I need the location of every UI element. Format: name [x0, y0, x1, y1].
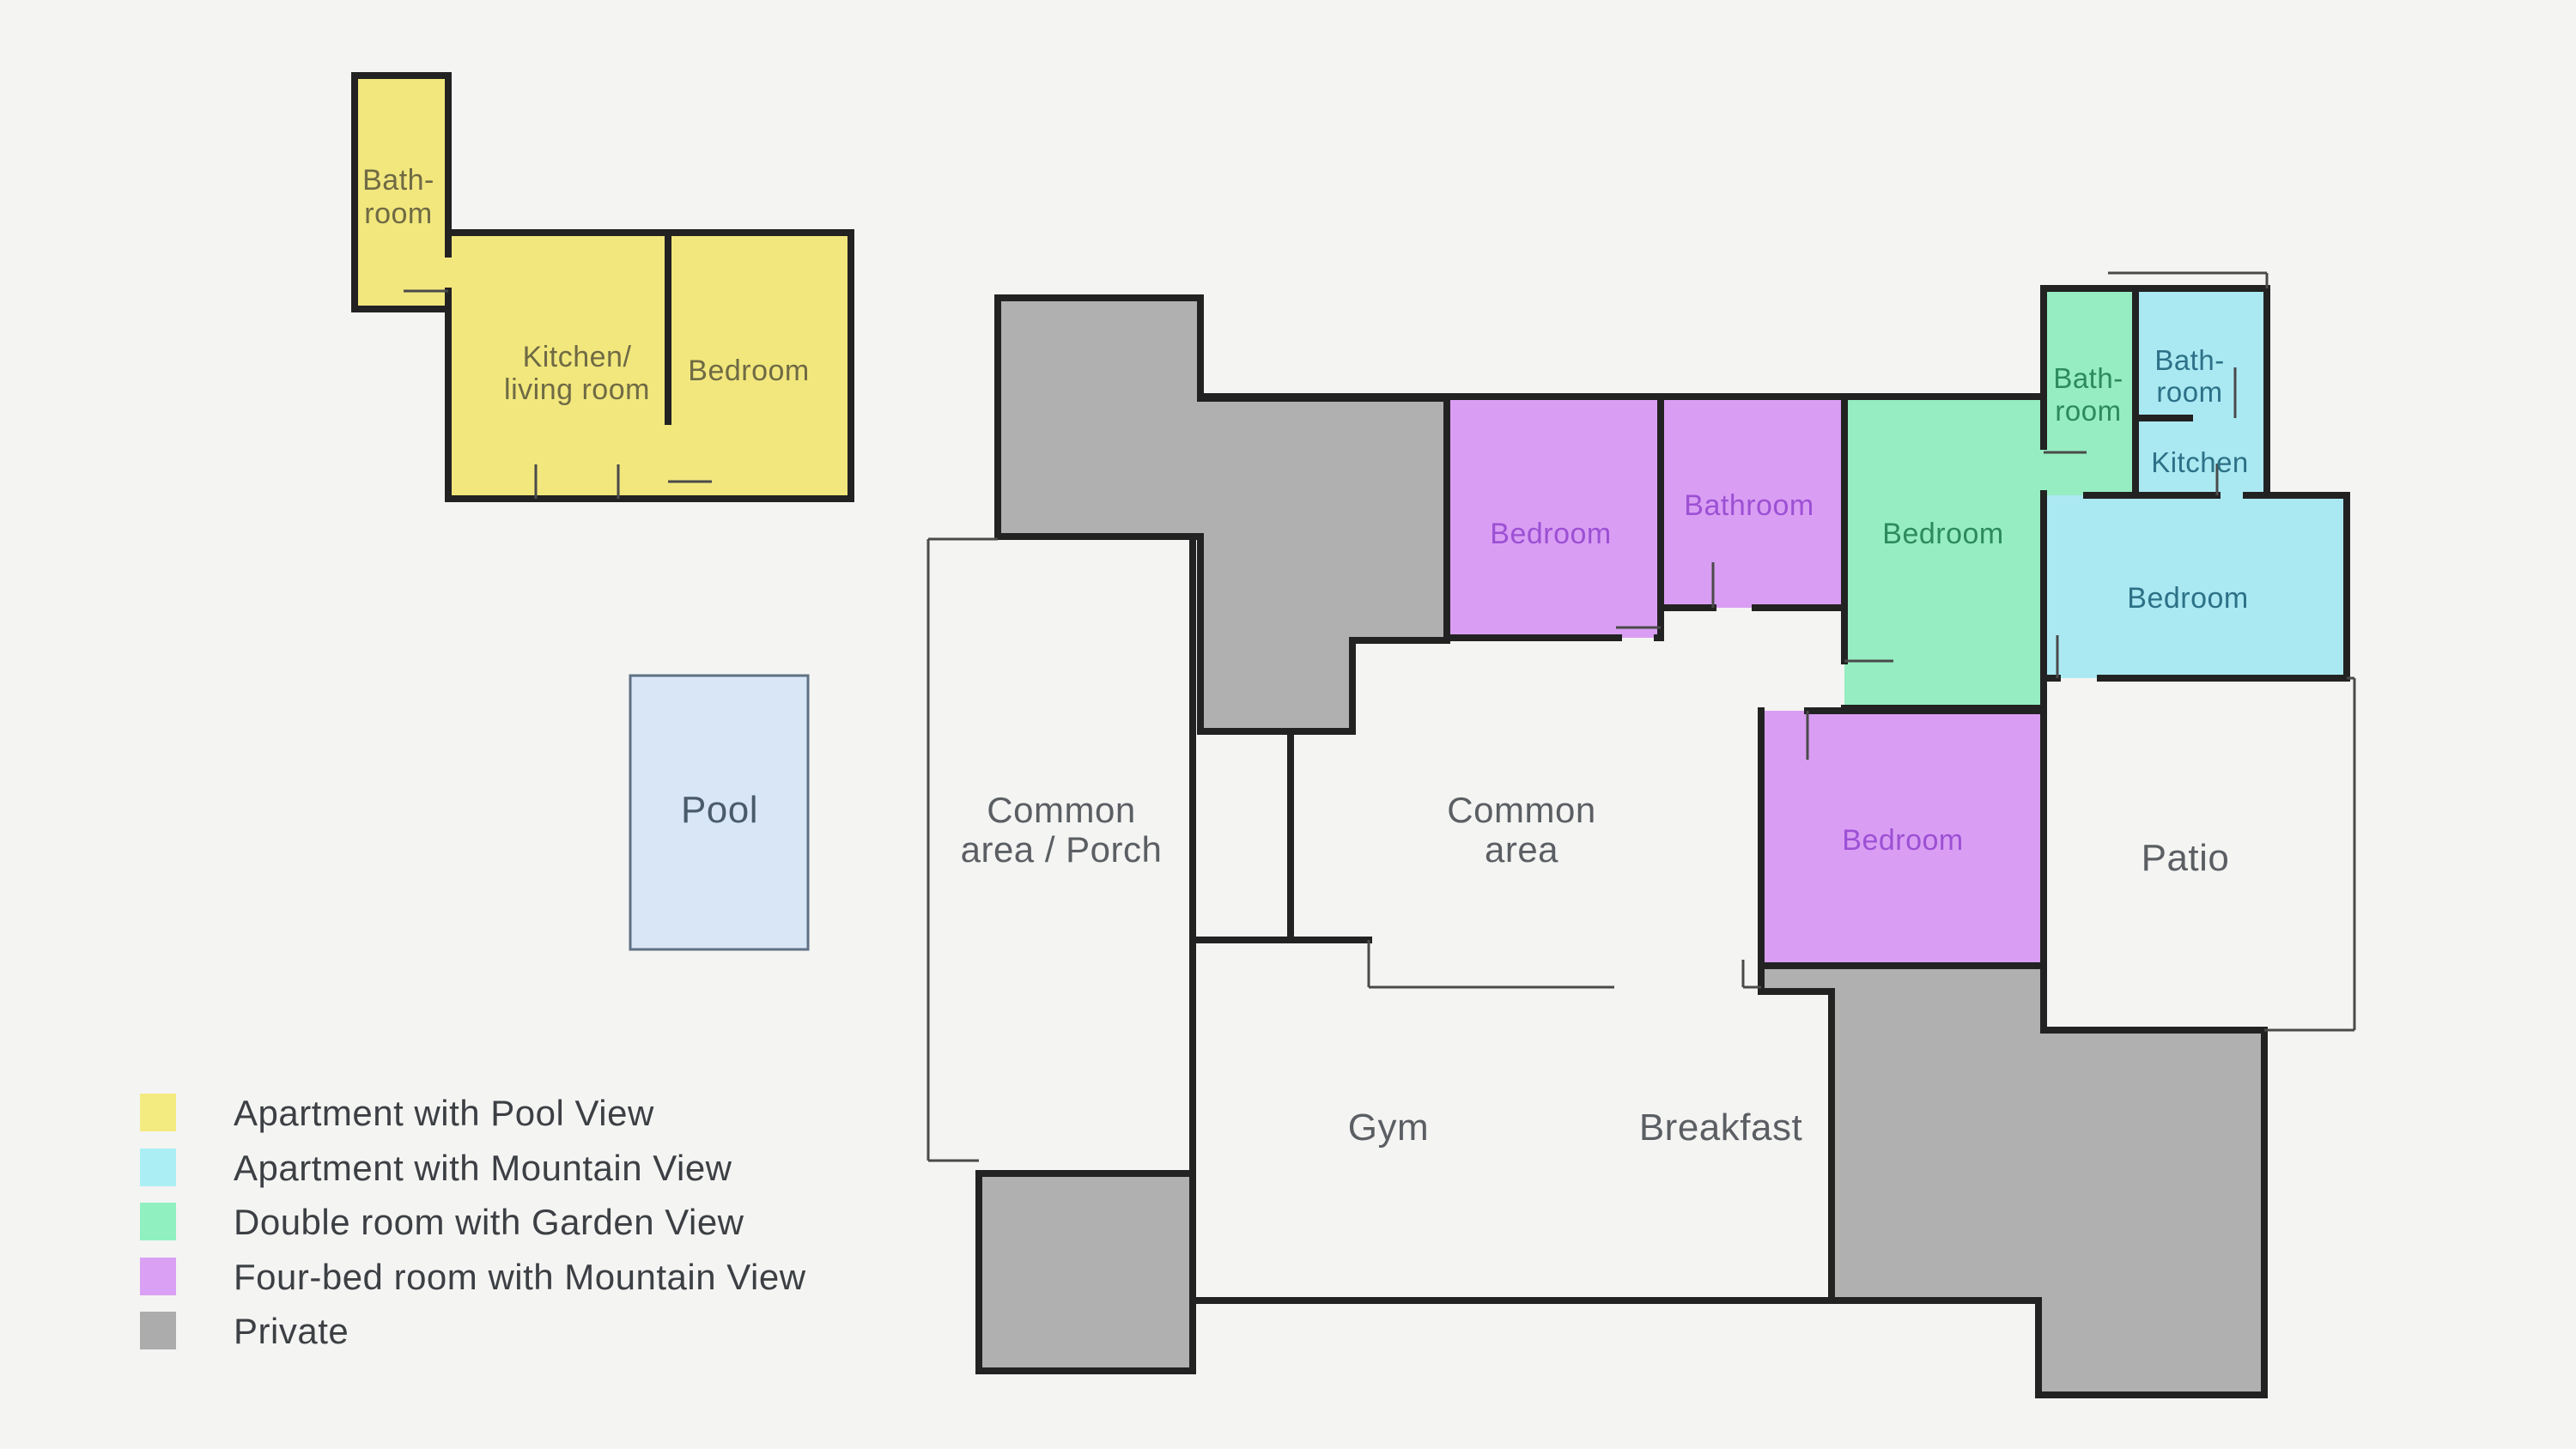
- legend-item: Apartment with Pool View: [140, 1093, 654, 1133]
- pool-fill: [629, 674, 810, 951]
- apartment-mtn-bedroom-fill: [2044, 495, 2347, 678]
- apartment-mtn-bedroom-label: Bedroom: [2127, 582, 2248, 615]
- private-area-top-fill: [994, 294, 1450, 735]
- legend-swatch: [140, 1203, 176, 1240]
- double-room-bathroom-label: Bath-room: [2053, 362, 2123, 427]
- four-bed-bathroom-fill: [1661, 397, 1844, 608]
- legend-swatch: [140, 1258, 176, 1295]
- legend-label: Private: [234, 1311, 349, 1351]
- gym-label: Gym: [1348, 1106, 1429, 1149]
- legend-swatch: [140, 1149, 176, 1186]
- legend-label: Four-bed room with Mountain View: [234, 1257, 806, 1297]
- apartment-mtn-bathroom-fill: [2136, 288, 2267, 421]
- legend-label: Apartment with Mountain View: [234, 1148, 732, 1188]
- apartment-pool-bedroom-label: Bedroom: [688, 355, 809, 387]
- breakfast-label: Breakfast: [1639, 1106, 1802, 1149]
- double-room-garden-label: Bedroom: [1882, 518, 2003, 550]
- four-bed-bathroom-label: Bathroom: [1684, 489, 1814, 522]
- apartment-pool-bathroom-label: Bath-room: [362, 164, 434, 230]
- legend-item: Private: [140, 1311, 349, 1351]
- legend-swatch: [140, 1312, 176, 1349]
- private-area-bottom-left-fill: [975, 1170, 1196, 1374]
- legend-label: Double room with Garden View: [234, 1202, 744, 1242]
- four-bed-room-a-fill: [1447, 397, 1661, 638]
- legend-item: Apartment with Mountain View: [140, 1148, 732, 1188]
- legend-swatch: [140, 1094, 176, 1131]
- double-room-bathroom-fill: [2044, 288, 2136, 495]
- double-room-garden-fill: [1844, 397, 2044, 708]
- apartment-mtn-kitchen-fill: [2136, 421, 2267, 495]
- apartment-pool-main-fill: [448, 233, 851, 499]
- apartment-pool-bathroom-fill: [355, 76, 448, 309]
- apartment-mtn-bathroom-label: Bath-room: [2154, 344, 2224, 408]
- legend-item: Double room with Garden View: [140, 1202, 744, 1242]
- four-bed-room-a-label: Bedroom: [1490, 518, 1611, 550]
- patio-label: Patio: [2142, 837, 2230, 879]
- apartment-pool-kitchen-label: Kitchen/living room: [504, 341, 650, 406]
- four-bed-room-b-label: Bedroom: [1842, 824, 1963, 857]
- legend-label: Apartment with Pool View: [234, 1093, 654, 1133]
- pool-label: Pool: [681, 789, 758, 831]
- legend-item: Four-bed room with Mountain View: [140, 1257, 806, 1297]
- apartment-mtn-kitchen-label: Kitchen: [2151, 446, 2249, 478]
